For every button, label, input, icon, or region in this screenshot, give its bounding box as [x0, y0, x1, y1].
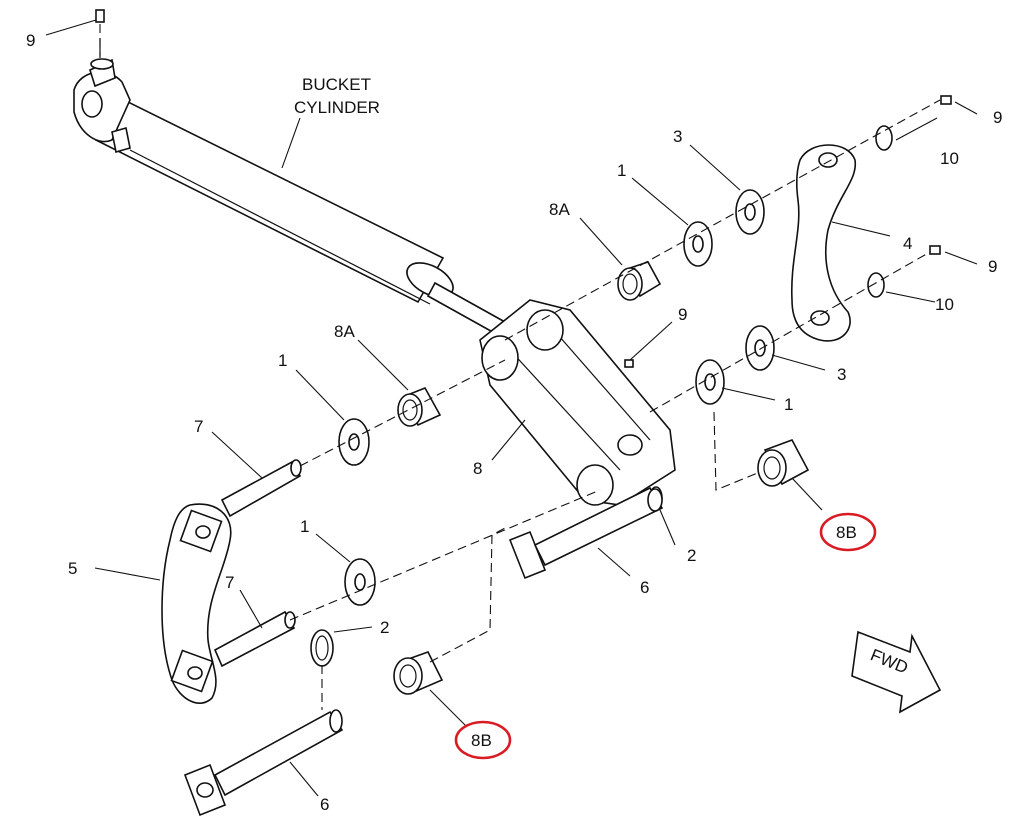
callout-2-upper: 2 — [687, 546, 696, 565]
callout-9-right-lower: 9 — [988, 257, 997, 276]
washer-part-1-d — [344, 558, 376, 606]
washer-part-3-b — [745, 325, 775, 371]
callout-9-top-left: 9 — [26, 31, 35, 50]
forward-arrow: FWD — [851, 630, 942, 714]
callout-4: 4 — [903, 234, 912, 253]
callout-6-upper: 6 — [640, 578, 649, 597]
pin-part-7-lower — [213, 610, 296, 668]
retainer-part-2-upper — [647, 488, 663, 512]
callout-3-top: 3 — [673, 127, 682, 146]
callout-8: 8 — [473, 459, 482, 478]
callout-2-lower: 2 — [380, 618, 389, 637]
callout-8a-lower: 8A — [334, 322, 355, 341]
callout-10-top: 10 — [940, 149, 959, 168]
washer-part-1-a — [683, 221, 713, 267]
callout-6-lower: 6 — [320, 795, 329, 814]
assembly-centerlines — [99, 24, 941, 710]
ring-part-10-lower — [867, 272, 885, 298]
bucket-cylinder — [73, 9, 507, 337]
callout-7-lower: 7 — [225, 573, 234, 592]
pin-part-7-upper — [220, 459, 302, 518]
callout-10-lower: 10 — [935, 295, 954, 314]
callout-3-lower: 3 — [837, 365, 846, 384]
ring-part-10-upper — [875, 125, 893, 151]
callout-1-left-lower: 1 — [300, 517, 309, 536]
link-part-8 — [479, 299, 676, 506]
callout-5: 5 — [68, 559, 77, 578]
fitting-part-9-right-upper — [940, 95, 952, 105]
callout-1-top: 1 — [617, 161, 626, 180]
callout-8b-right: 8B — [836, 523, 857, 542]
link-part-4 — [790, 144, 857, 342]
fitting-part-9-link — [624, 359, 634, 368]
callout-1-left-upper: 1 — [278, 351, 287, 370]
leader-lines — [45, 19, 978, 797]
bearing-part-8a-lower — [397, 386, 442, 427]
callout-9-link: 9 — [678, 305, 687, 324]
pin-part-6-lower — [183, 709, 344, 817]
retainer-part-2-lower — [310, 629, 334, 667]
bucket-cylinder-label-line1: BUCKET — [302, 75, 371, 94]
callout-8a-top: 8A — [549, 200, 570, 219]
bearing-part-8a-upper — [617, 261, 662, 301]
washer-part-3-a — [735, 189, 765, 235]
highlight-circle-8b-right — [819, 512, 877, 552]
bearing-part-8b-left — [393, 651, 444, 695]
highlight-circle-8b-left — [454, 720, 512, 760]
washer-part-1-b — [338, 418, 370, 466]
bearing-part-8b-right — [757, 439, 810, 487]
callout-1-right-lower: 1 — [784, 395, 793, 414]
bucket-cylinder-label-line2: CYLINDER — [294, 98, 380, 117]
callout-7-upper: 7 — [194, 417, 203, 436]
fitting-part-9-right-lower — [929, 245, 941, 255]
callout-8b-left: 8B — [471, 731, 492, 750]
washer-part-1-c — [695, 359, 725, 405]
lever-part-5 — [161, 503, 232, 704]
callout-labels: 9 BUCKET CYLINDER 3 1 8A 9 10 4 9 10 9 8… — [26, 31, 1002, 814]
callout-9-right-top: 9 — [993, 108, 1002, 127]
